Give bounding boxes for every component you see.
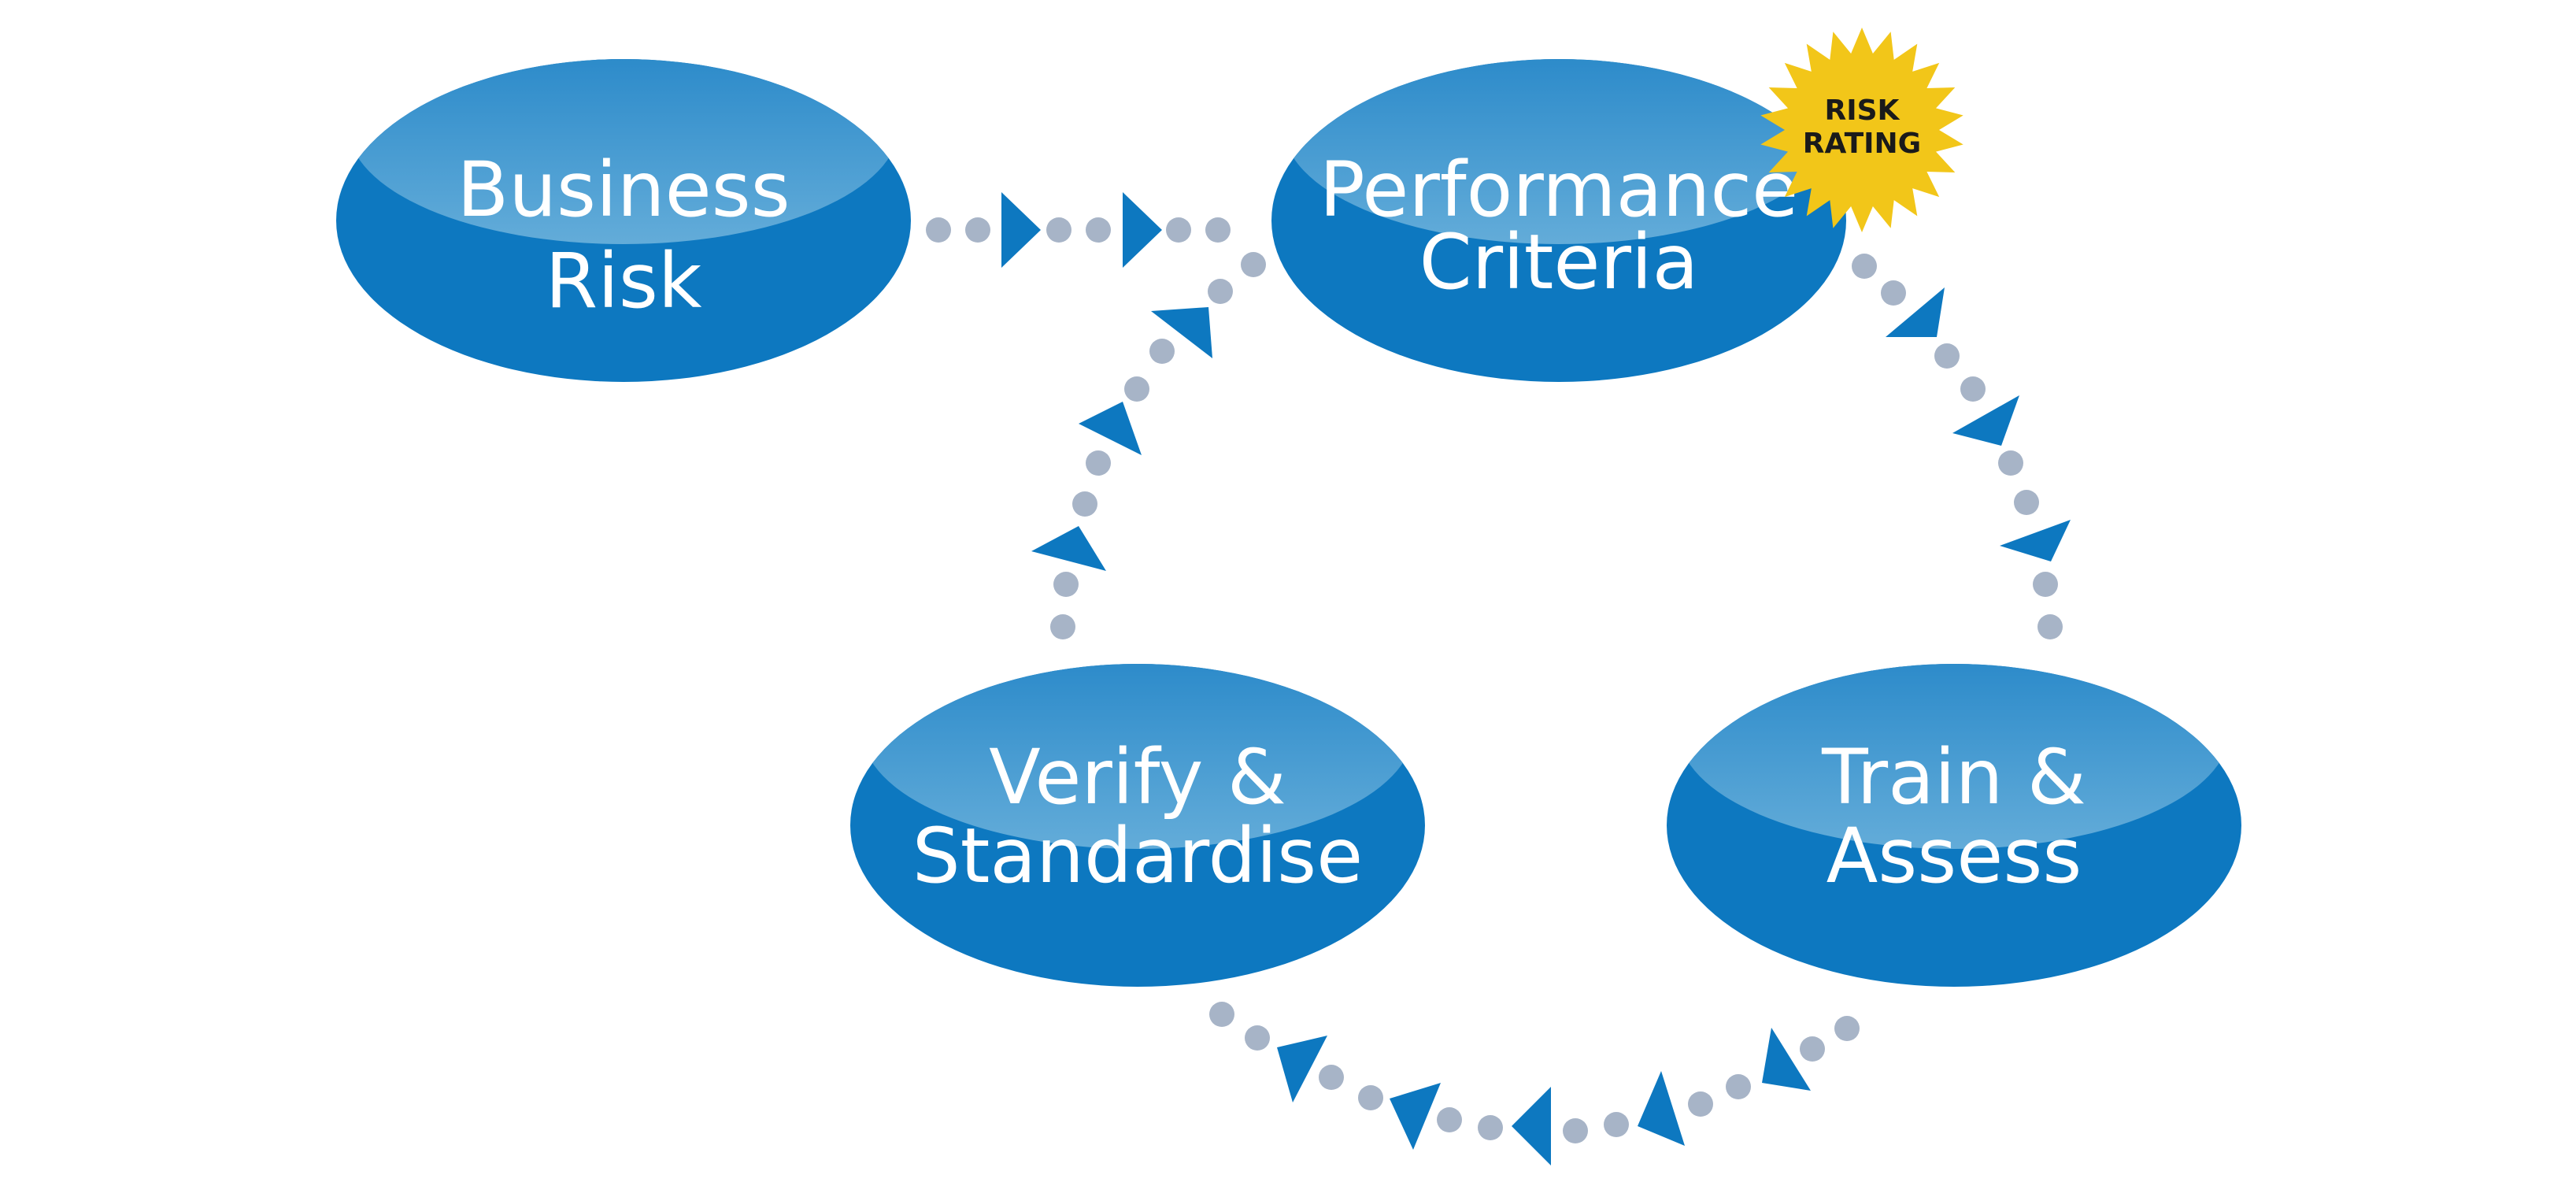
node-business-risk: Business Risk [336,59,911,382]
connector-verify-to-performance [1031,252,1266,639]
node-label: Risk [546,237,702,325]
node-label: Business [457,146,790,234]
node-label: Assess [1827,812,2082,900]
node-label: Performance [1319,146,1798,234]
node-label: Criteria [1419,218,1699,306]
risk-rating-badge: RISK RATING [1760,28,1963,232]
node-label: Train & [1821,733,2086,821]
node-verify-standardise: Verify & Standardise [850,664,1425,987]
node-label: Verify & [989,733,1286,821]
connector-train-to-verify [1209,1002,1860,1166]
badge-label: RISK [1825,94,1901,127]
node-performance-criteria: Performance Criteria [1271,59,1846,382]
node-label: Standardise [912,812,1363,900]
starburst-icon [1760,28,1963,232]
connector-performance-to-train [1852,254,2071,639]
badge-label: RATING [1803,128,1921,160]
node-train-assess: Train & Assess [1667,664,2241,987]
connector-business-to-performance [926,192,1231,268]
